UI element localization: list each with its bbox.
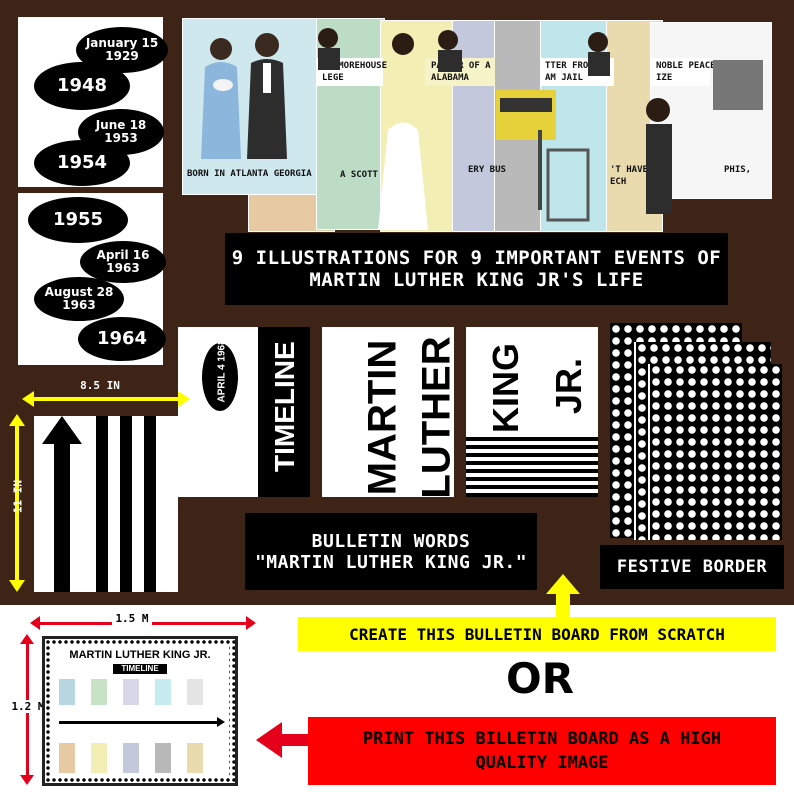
stripe xyxy=(96,416,108,592)
bulletin-words-label: BULLETIN WORDS "MARTIN LUTHER KING JR." xyxy=(245,513,537,590)
stripe xyxy=(144,416,156,592)
yellow-up-arrow xyxy=(556,592,570,618)
timeline-bar xyxy=(258,327,310,497)
illustration-caption: AM JAIL xyxy=(545,73,583,83)
dates-card-2: 1955 April 16 1963 August 28 1963 1964 xyxy=(18,193,166,365)
board-height-arrow-bottom xyxy=(20,775,34,785)
width-arrow-left-head xyxy=(22,391,34,407)
polka-dot-border xyxy=(648,364,782,540)
king-word: KING xyxy=(485,343,526,433)
date-oval: 1955 xyxy=(28,197,128,243)
yellow-up-arrow-head xyxy=(546,574,580,594)
luther-word: LUTHER xyxy=(414,336,459,499)
illustration-caption: A SCOTT xyxy=(340,170,378,180)
arrow-strip-head xyxy=(42,416,82,444)
illustration-caption: TTER FROM xyxy=(545,61,594,71)
poster-inner: MARTIN LUTHER KING JR. TIMELINE xyxy=(51,645,229,777)
board-width-arrow-right xyxy=(246,616,256,630)
mini-illustration xyxy=(187,743,203,773)
mini-illustration xyxy=(59,679,75,705)
bulletin-words-line-1: BULLETIN WORDS xyxy=(311,530,471,552)
width-arrow-right-head xyxy=(178,391,190,407)
illustration-caption: ECH xyxy=(610,177,627,187)
banner-line-1: 9 ILLUSTRATIONS FOR 9 IMPORTANT EVENTS O… xyxy=(231,247,722,269)
poster-preview: MARTIN LUTHER KING JR. TIMELINE xyxy=(42,636,238,786)
king-word-card: KING JR. xyxy=(466,327,598,497)
caption-strip xyxy=(650,58,710,86)
illustration-caption: BORN IN ATLANTA GEORGIA xyxy=(187,169,312,179)
arrow-strip-card xyxy=(34,416,178,592)
red-left-arrow-head xyxy=(256,722,282,758)
timeline-word: TIMELINE xyxy=(269,341,300,472)
mini-illustration xyxy=(59,743,75,773)
mini-illustration xyxy=(91,743,107,773)
date-oval: 1954 xyxy=(34,140,130,186)
date-oval: August 28 1963 xyxy=(34,277,124,321)
mini-illustration xyxy=(187,679,203,705)
illustration-caption: ERY BUS xyxy=(468,165,506,175)
parents-with-baby-figure xyxy=(201,33,287,159)
date-oval: 1948 xyxy=(34,62,130,110)
mini-illustration xyxy=(155,679,171,705)
illustration-caption: NOBLE PEACE xyxy=(656,61,716,71)
stripes-block xyxy=(466,437,598,497)
height-label: 11 IN xyxy=(11,479,25,514)
timeline-word-card: APRIL 4 1968 TIMELINE xyxy=(178,327,310,497)
date-oval-text: APRIL 4 1968 xyxy=(216,339,228,403)
illustration-caption: PHIS, xyxy=(724,165,752,175)
dates-card-1: January 15 1929 1948 June 18 1953 1954 xyxy=(18,17,168,187)
illustrations-banner: 9 ILLUSTRATIONS FOR 9 IMPORTANT EVENTS O… xyxy=(225,233,728,305)
poster-row-2 xyxy=(59,743,219,773)
jr-word: JR. xyxy=(548,357,589,415)
figures-silhouettes xyxy=(318,28,763,230)
arrow-strip xyxy=(54,436,70,592)
poster-timeline-line xyxy=(59,721,219,724)
poster-row-1 xyxy=(59,679,219,705)
illustration-card-front: BORN IN ATLANTA GEORGIA xyxy=(182,18,317,195)
festive-border-label: FESTIVE BORDER xyxy=(600,545,784,589)
mini-illustration xyxy=(123,679,139,705)
height-arrow xyxy=(15,424,19,584)
print-banner: PRINT THIS BILLETIN BOARD AS A HIGH QUAL… xyxy=(308,717,776,785)
date-oval: 1964 xyxy=(78,317,166,361)
poster-timeline-arrowhead xyxy=(217,717,225,727)
martin-word-card: MARTIN LUTHER xyxy=(322,327,459,499)
board-width-label: 1.5 M xyxy=(112,612,152,625)
mini-illustration xyxy=(155,743,171,773)
mini-illustration xyxy=(91,679,107,705)
illustration-caption: IZE xyxy=(656,73,673,83)
height-arrow-top-head xyxy=(9,414,25,426)
board-height-label: 1.2 M xyxy=(4,700,52,713)
illustration-caption: OM MOREHOUSE xyxy=(322,61,388,71)
illustration-caption: ALABAMA xyxy=(431,73,469,83)
height-arrow-bottom-head xyxy=(9,580,25,592)
illustration-caption: 'T HAVE A xyxy=(610,165,659,175)
poster-title: MARTIN LUTHER KING JR. xyxy=(69,649,211,661)
poster-subtitle: TIMELINE xyxy=(113,664,167,674)
martin-word: MARTIN xyxy=(360,339,405,496)
red-left-arrow xyxy=(280,734,310,746)
or-text: OR xyxy=(505,654,575,703)
board-width-arrow-left xyxy=(30,616,40,630)
stripe xyxy=(120,416,132,592)
bulletin-words-line-2: "MARTIN LUTHER KING JR." xyxy=(254,551,528,573)
festive-border-text: FESTIVE BORDER xyxy=(616,557,768,577)
illustration-caption: LEGE xyxy=(322,73,344,83)
width-label: 8.5 IN xyxy=(80,379,120,392)
width-arrow xyxy=(32,397,180,401)
mini-illustration xyxy=(123,743,139,773)
create-banner: CREATE THIS BULLETIN BOARD FROM SCRATCH xyxy=(298,617,776,651)
banner-line-2: MARTIN LUTHER KING JR'S LIFE xyxy=(309,269,644,291)
board-height-arrow-top xyxy=(20,634,34,644)
date-oval: April 16 1963 xyxy=(80,241,166,283)
